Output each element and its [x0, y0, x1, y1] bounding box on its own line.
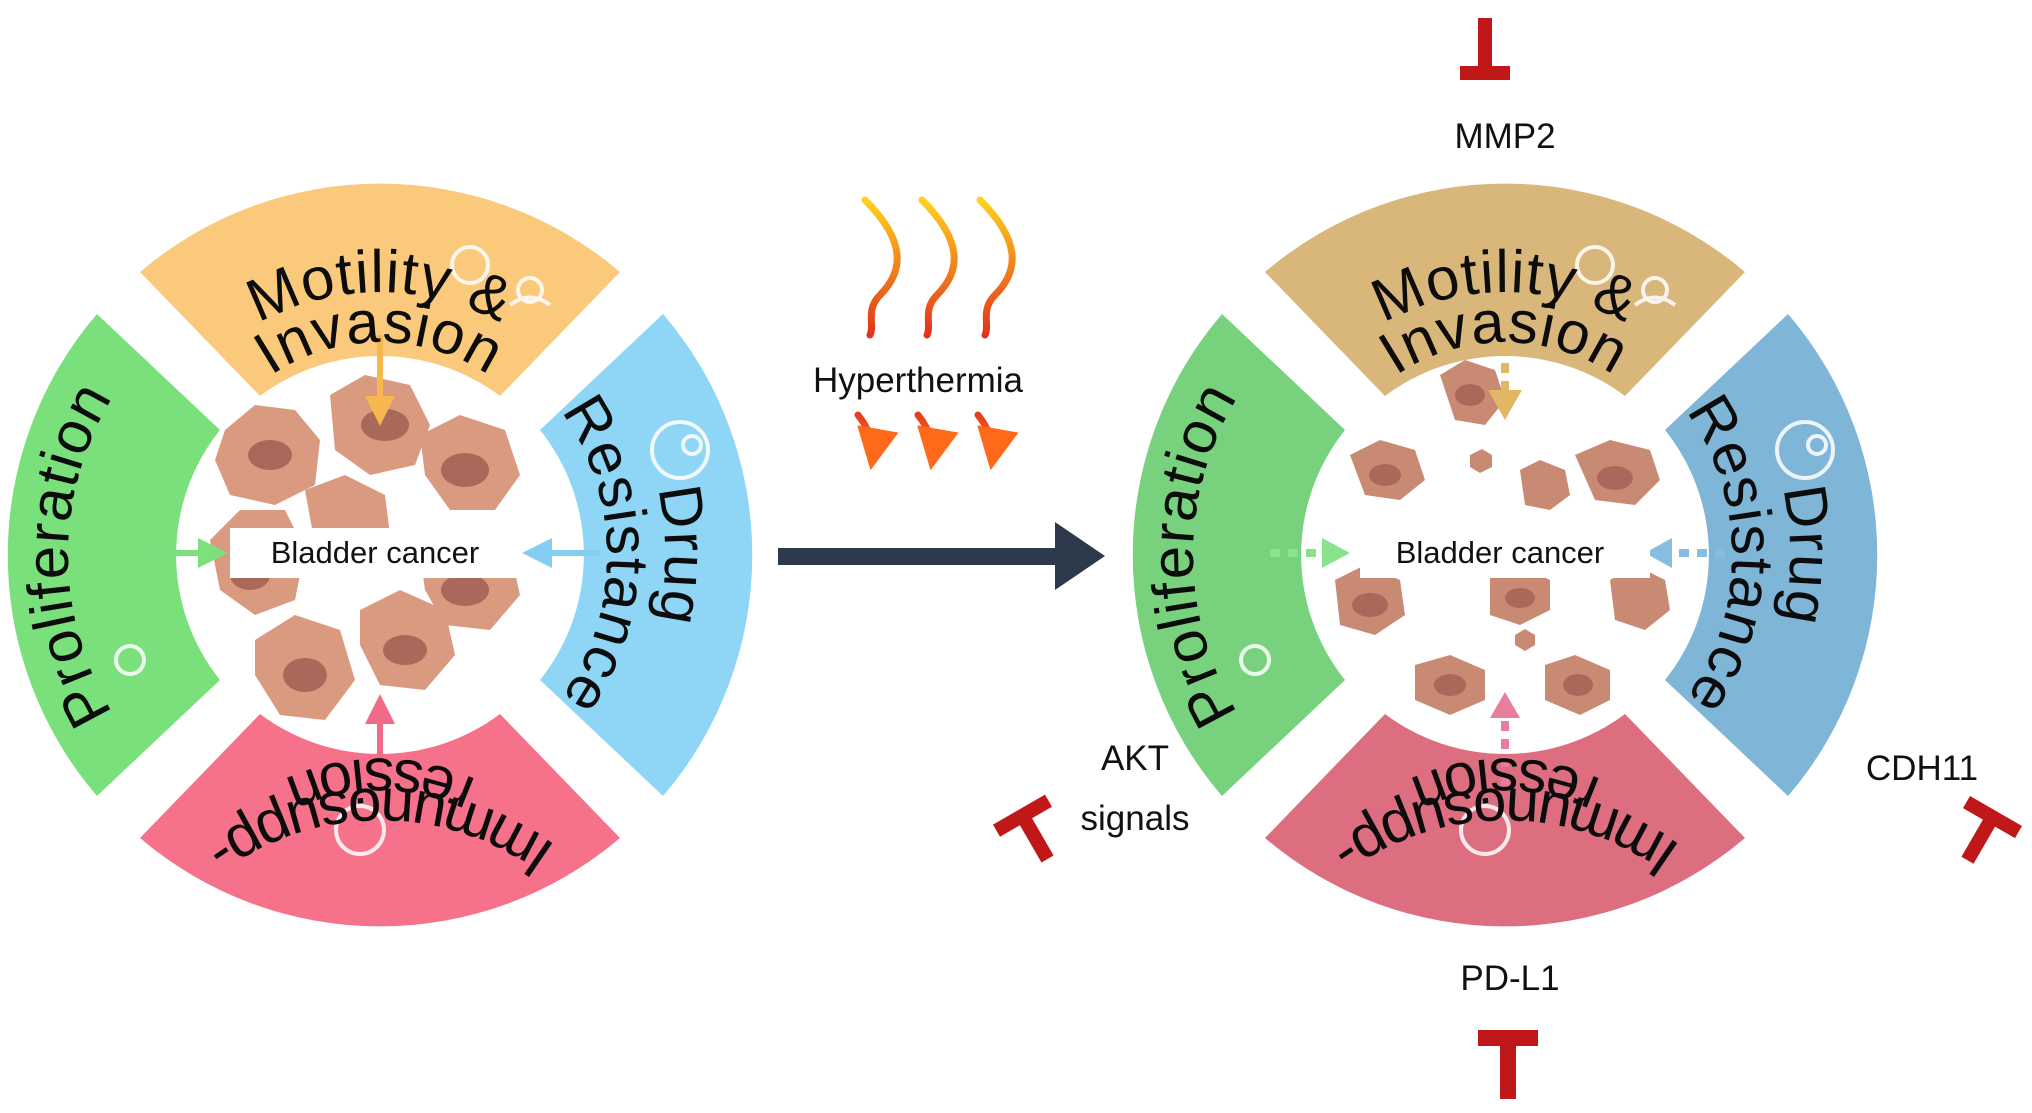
right-sector-motility	[1265, 183, 1745, 396]
hyperthermia-label: Hyperthermia	[813, 361, 1024, 400]
inhibit-akt-icon	[993, 794, 1054, 863]
heat-arrows-icon	[854, 411, 1019, 471]
target-cdh11: CDH11	[1866, 749, 1978, 788]
left-sector-decor	[114, 245, 710, 856]
target-mmp2: MMP2	[1454, 117, 1555, 156]
right-sector-proliferation	[1132, 314, 1345, 796]
right-arrow-proliferation	[1270, 538, 1350, 568]
right-arrow-motility	[1488, 345, 1522, 420]
left-center-label: Bladder cancer	[271, 535, 480, 570]
left-panel: Bladder cancer Motility & Invasion Drug …	[7, 183, 753, 927]
right-arrow-drug	[1645, 538, 1725, 568]
left-sector-drug-resistance	[540, 314, 753, 796]
target-signals: signals	[1081, 799, 1190, 838]
right-cancer-cells	[1335, 360, 1670, 715]
inhibit-cdh11-icon	[1961, 795, 2022, 864]
target-akt: AKT	[1101, 739, 1169, 778]
target-pd-l1: PD-L1	[1460, 959, 1559, 998]
right-sector-decor	[1239, 245, 1835, 856]
right-sector-drug-resistance	[1665, 314, 1878, 796]
inhibit-mmp2-icon	[1460, 18, 1510, 80]
heat-waves-icon	[861, 196, 1016, 339]
left-sector-proliferation	[7, 314, 221, 796]
right-center-label-box	[1360, 528, 1650, 578]
right-panel: Bladder cancer Motility & Invasion Drug …	[993, 18, 2022, 1099]
left-center-label-box	[230, 528, 520, 578]
hyperthermia-group: Hyperthermia	[778, 196, 1105, 590]
left-sector-motility	[140, 183, 620, 396]
right-center-label: Bladder cancer	[1396, 535, 1605, 570]
main-transition-arrow	[778, 522, 1105, 590]
inhibit-pd-l1-icon	[1478, 1030, 1538, 1099]
right-arrow-immuno	[1490, 692, 1520, 785]
